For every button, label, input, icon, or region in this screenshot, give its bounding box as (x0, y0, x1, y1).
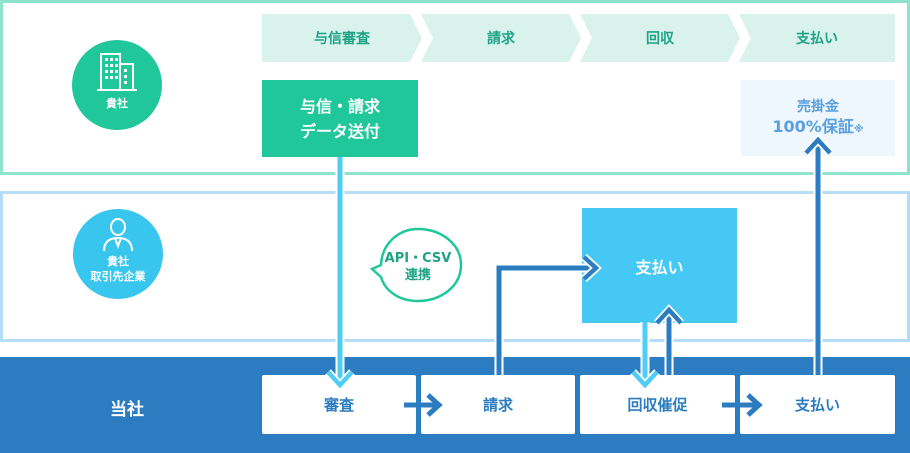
send-data-box: 与信・請求 データ送付 (262, 80, 418, 157)
api-bubble-text: API・CSV 連携 (369, 250, 467, 284)
client-label: 貴社 (106, 97, 128, 110)
partner-label-1: 貴社 (107, 255, 129, 268)
step-credit-check: 与信審査 (262, 14, 422, 62)
our-step-payment: 支払い (740, 375, 895, 434)
our-step-review: 審査 (262, 375, 416, 434)
send-data-line2: データ送付 (299, 121, 380, 141)
partner-payment-label: 支払い (635, 257, 684, 277)
client-circle: 貴社 (72, 40, 162, 130)
our-step-dunning: 回収催促 (580, 375, 735, 434)
partner-label-2: 取引先企業 (90, 270, 146, 283)
guarantee-line1: 売掛金 (797, 98, 839, 115)
step-collection: 回収 (580, 14, 740, 62)
api-bubble-line2: 連携 (404, 268, 431, 283)
guarantee-line2-wrap: 100%保証※ (741, 117, 895, 140)
step-billing: 請求 (421, 14, 581, 62)
send-data-line1: 与信・請求 (299, 96, 380, 116)
businessman-icon (103, 218, 133, 252)
partner-circle: 貴社 取引先企業 (73, 209, 163, 299)
guarantee-box: 売掛金 100%保証※ (741, 80, 895, 156)
guarantee-line2: 100%保証 (772, 116, 854, 136)
guarantee-note-mark: ※ (853, 123, 864, 135)
step-payment: 支払い (739, 14, 895, 62)
our-company-label: 当社 (110, 400, 144, 420)
building-icon (97, 53, 137, 91)
api-bubble-line1: API・CSV (384, 251, 452, 266)
our-step-billing: 請求 (421, 375, 575, 434)
api-speech-bubble (369, 227, 463, 303)
partner-payment-box: 支払い (582, 208, 737, 323)
